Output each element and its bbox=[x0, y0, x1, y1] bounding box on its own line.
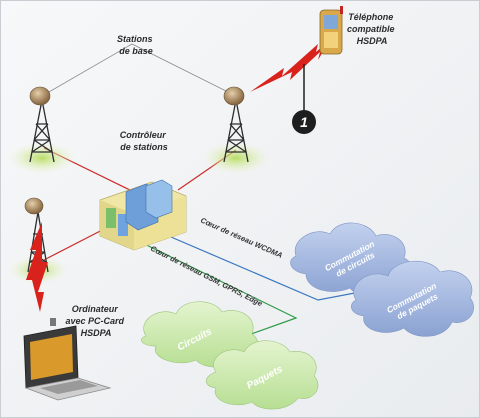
controller-label-line1: Contrôleur bbox=[120, 130, 166, 140]
stations-label-line1: Stations bbox=[117, 34, 153, 44]
phone-label: Téléphone compatible HSDPA bbox=[347, 12, 397, 46]
laptop-label-line2: avec PC-Card bbox=[65, 316, 124, 326]
tower-left-glow bbox=[8, 142, 76, 174]
controller-label: Contrôleur de stations bbox=[120, 130, 169, 152]
gsm-core-cable bbox=[127, 235, 298, 339]
stations-label-line2: de base bbox=[119, 46, 153, 56]
phone-label-line1: Téléphone bbox=[348, 12, 393, 22]
base-station-controller-icon bbox=[99, 179, 187, 251]
callout-number: 1 bbox=[300, 114, 308, 130]
laptop-label-line1: Ordinateur bbox=[72, 304, 119, 314]
mobile-phone-icon bbox=[319, 6, 343, 55]
radio-link-lightning-icon bbox=[250, 40, 330, 92]
cable-bottom-tower-controller bbox=[39, 225, 111, 263]
laptop-label: Ordinateur avec PC-Card HSDPA bbox=[65, 304, 126, 338]
callout-badge bbox=[292, 110, 316, 134]
station-interconnect bbox=[41, 43, 237, 97]
laptop-icon bbox=[23, 318, 112, 401]
laptop-label-line3: HSDPA bbox=[81, 328, 112, 338]
cloud-paquets: Paquets bbox=[205, 340, 319, 410]
stations-label: Stations de base bbox=[117, 34, 155, 56]
tower-right-glow bbox=[202, 142, 270, 174]
controller-label-line2: de stations bbox=[120, 142, 168, 152]
phone-label-line2: compatible bbox=[347, 24, 395, 34]
phone-label-line3: HSDPA bbox=[357, 36, 388, 46]
wcdma-core-cable bbox=[149, 227, 361, 301]
antenna-tower-icon bbox=[29, 86, 55, 163]
antenna-tower-icon bbox=[223, 86, 249, 163]
radio-link-lightning-icon bbox=[26, 222, 48, 312]
cloud-packet-switching: Commutation de paquets bbox=[351, 260, 474, 337]
